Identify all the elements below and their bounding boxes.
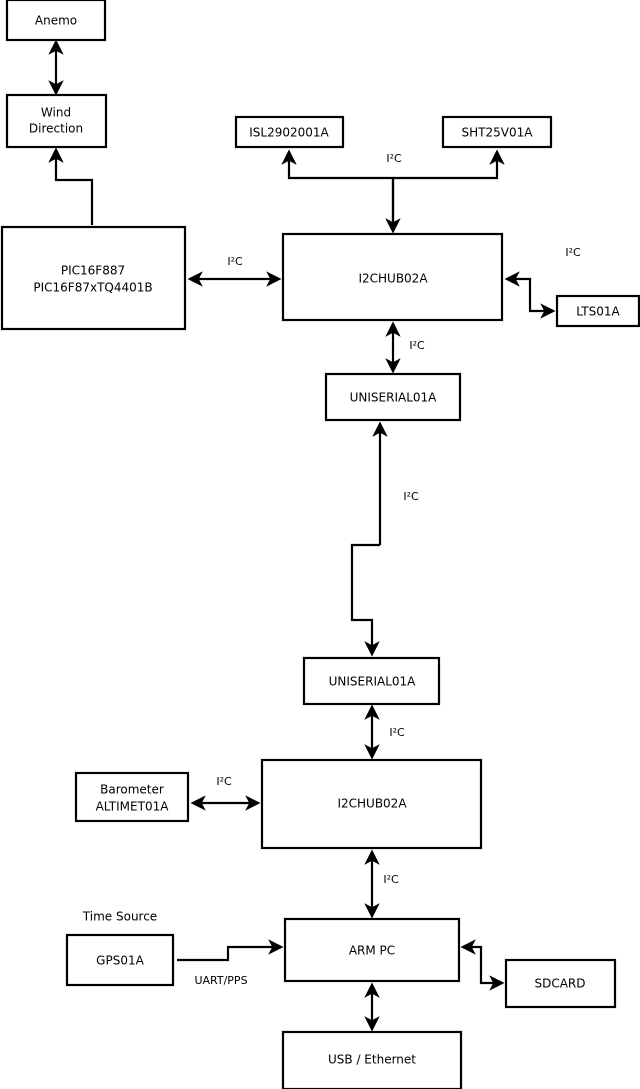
edge-label-uniserial-link: I²C [403, 490, 419, 503]
node-i2chub02a-top-label: I2CHUB02A [358, 272, 428, 286]
node-sdcard[interactable]: SDCARD [504, 958, 617, 1009]
node-uniserial01a-lower[interactable]: UNISERIAL01A [302, 656, 441, 706]
node-usb-ethernet-label: USB / Ethernet [328, 1053, 416, 1067]
node-barometer-box[interactable] [74, 771, 190, 823]
node-i2chub02a-top-box[interactable] [281, 232, 504, 322]
node-gps01a-box[interactable] [65, 933, 175, 987]
node-wind-direction-label-line1: Wind [41, 106, 71, 120]
edge-uniserial-link-elbow [350, 543, 380, 657]
node-pic-mcu-label-line1: PIC16F887 [61, 264, 125, 278]
node-sdcard-label: SDCARD [534, 977, 585, 991]
node-i2chub02a-bottom[interactable]: I2CHUB02A [260, 758, 483, 850]
node-isl2902001a[interactable]: ISL2902001A [234, 115, 345, 149]
edge-bus-sht [393, 149, 505, 180]
node-i2chub02a-bottom-box[interactable] [260, 758, 483, 850]
node-arm-pc-box[interactable] [283, 917, 461, 983]
node-sdcard-box[interactable] [504, 958, 617, 1009]
node-lts01a-box[interactable] [555, 294, 640, 328]
node-barometer-label-line2: ALTIMET01A [96, 800, 170, 814]
edge-armpc-sdcard [479, 947, 505, 991]
node-isl2902001a-label: ISL2902001A [249, 126, 329, 140]
edge-pic-wind [48, 147, 94, 225]
node-sht25v01a-label: SHT25V01A [462, 126, 534, 140]
node-i2chub02a-bottom-label: I2CHUB02A [337, 797, 407, 811]
node-uniserial01a-upper-box[interactable] [324, 372, 462, 422]
node-barometer-label-line1: Barometer [100, 783, 164, 797]
node-lts01a[interactable]: LTS01A [555, 294, 640, 328]
node-anemo-box[interactable] [5, 0, 107, 42]
edge-gps-armpc [177, 939, 284, 962]
edges [48, 39, 556, 1032]
node-uniserial01a-upper[interactable]: UNISERIAL01A [324, 372, 462, 422]
node-isl2902001a-box[interactable] [234, 115, 345, 149]
edge-sdcard-armpc [460, 939, 483, 955]
node-i2chub02a-top[interactable]: I2CHUB02A [281, 232, 504, 322]
node-arm-pc[interactable]: ARM PC [283, 917, 461, 983]
free-labels: Time Source [82, 910, 157, 924]
node-pic-mcu-label-line2: PIC16F87xTQ4401B [33, 281, 152, 295]
node-pic-mcu-box[interactable] [0, 225, 187, 331]
edge-label-gps-armpc: UART/PPS [194, 974, 247, 987]
label-time-source: Time Source [82, 910, 157, 924]
node-wind-direction[interactable]: Wind Direction [5, 93, 108, 149]
node-arm-pc-label: ARM PC [349, 944, 395, 958]
node-wind-direction-label-line2: Direction [29, 122, 83, 136]
node-sht25v01a[interactable]: SHT25V01A [441, 115, 553, 149]
node-usb-ethernet[interactable]: USB / Ethernet [281, 1030, 463, 1089]
edge-label-hub2-armpc: I²C [383, 873, 399, 886]
node-usb-ethernet-box[interactable] [281, 1030, 463, 1089]
node-pic-mcu[interactable]: PIC16F887 PIC16F87xTQ4401B [0, 225, 187, 331]
node-sht25v01a-box[interactable] [441, 115, 553, 149]
node-uniserial01a-upper-label: UNISERIAL01A [350, 391, 438, 405]
edge-label-uniserial2-hub2: I²C [389, 726, 405, 739]
edge-label-hub-sensors: I²C [386, 152, 402, 165]
edge-hubtop-bus [281, 149, 395, 230]
edge-hubtop-lts [528, 279, 556, 319]
node-uniserial01a-lower-label: UNISERIAL01A [329, 675, 417, 689]
node-gps01a-label: GPS01A [96, 954, 144, 968]
edge-lts-hubtop [504, 271, 532, 287]
edge-label-hub-lts: I²C [565, 246, 581, 259]
edge-label-hub-uniserial: I²C [409, 339, 425, 352]
node-wind-direction-box[interactable] [5, 93, 108, 149]
edge-labels: I²C I²C I²C I²C I²C I²C I²C I²C UART/PPS [194, 152, 581, 987]
edge-label-barometer-hub2: I²C [216, 775, 232, 788]
node-anemo[interactable]: Anemo [5, 0, 107, 42]
node-anemo-label: Anemo [35, 14, 77, 28]
edge-label-pic-hub: I²C [227, 255, 243, 268]
node-uniserial01a-lower-box[interactable] [302, 656, 441, 706]
node-barometer[interactable]: Barometer ALTIMET01A [74, 771, 190, 823]
node-gps01a[interactable]: GPS01A [65, 933, 175, 987]
node-lts01a-label: LTS01A [576, 305, 620, 319]
